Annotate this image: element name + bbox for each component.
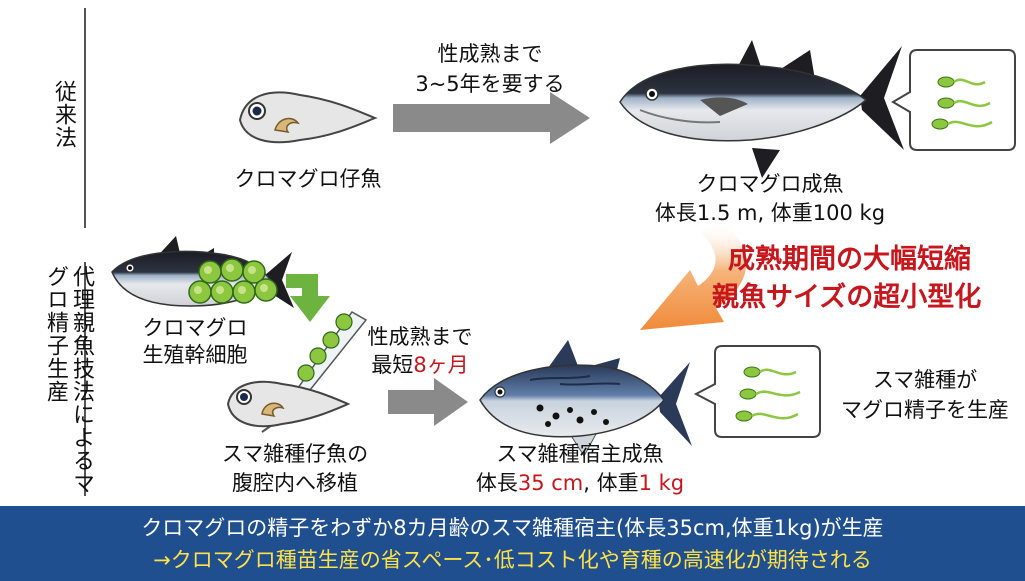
germ-cell-label-line2: 生殖幹細胞 — [142, 343, 248, 367]
arrow-bottom — [388, 378, 468, 426]
arrow-top-line1: 性成熟まで — [437, 42, 543, 66]
host-sep: , 体重 — [583, 471, 639, 495]
arrow-bottom-prefix: 最短 — [371, 353, 414, 377]
adult-tuna-name: クロマグロ成魚 — [696, 172, 844, 196]
orange-arrow — [640, 222, 747, 330]
sperm-bubble-top — [891, 49, 1016, 151]
larva-bottom-icon — [226, 380, 351, 428]
surrogate-method-label: 代理親魚技法によるマグロ精子生産 — [43, 265, 94, 495]
host-fish-size: 体長35 cm, 体重1 kg — [440, 469, 720, 497]
transplant-label-line1: スマ雑種仔魚の — [221, 442, 369, 466]
host-weight: 1 kg — [638, 471, 685, 495]
summary-banner — [0, 506, 1025, 581]
germ-cell-label-line1: クロマグロ — [142, 316, 248, 340]
banner-line2: →クロマグロ種苗生産の省スペース･低コスト化や育種の高速化が期待される — [153, 548, 872, 572]
host-fish-name: スマ雑種宿主成魚 — [496, 442, 664, 466]
conventional-method-label: 従来法 — [51, 80, 76, 149]
larva-top-icon — [238, 91, 378, 144]
green-arrow — [286, 274, 330, 322]
arrow-bottom-months: 8ヶ月 — [413, 353, 469, 377]
host-fish-icon — [479, 340, 692, 457]
arrow-bottom-line1: 性成熟まで — [367, 325, 473, 349]
germ-cell-cluster-icon — [188, 258, 278, 304]
adult-tuna-icon — [619, 40, 904, 178]
arrow-top — [393, 92, 590, 144]
larva-label: クロマグロ仔魚 — [234, 167, 382, 191]
produce-label-line2: マグロ精子を生産 — [841, 398, 1009, 422]
arrow-bottom-line2: 最短8ヶ月 — [355, 351, 485, 379]
produce-label-line1: スマ雑種が — [872, 368, 978, 392]
sperm-bubble-bottom — [693, 345, 821, 438]
transplant-label-line2: 腹腔内へ移植 — [232, 471, 358, 495]
highlight-line1: 成熟期間の大幅短縮 — [728, 244, 971, 275]
host-length: 35 cm — [517, 471, 584, 495]
highlight-line2: 親魚サイズの超小型化 — [712, 282, 982, 313]
arrow-top-line2: 3~5年を要する — [415, 72, 565, 96]
adult-tuna-size: 体長1.5 m, 体重100 kg — [654, 201, 886, 225]
host-len-prefix: 体長 — [475, 471, 518, 495]
banner-line1: クロマグロの精子をわずか8カ月齢のスマ雑種宿主(体長35cm,体重1kg)が生産 — [141, 516, 884, 540]
